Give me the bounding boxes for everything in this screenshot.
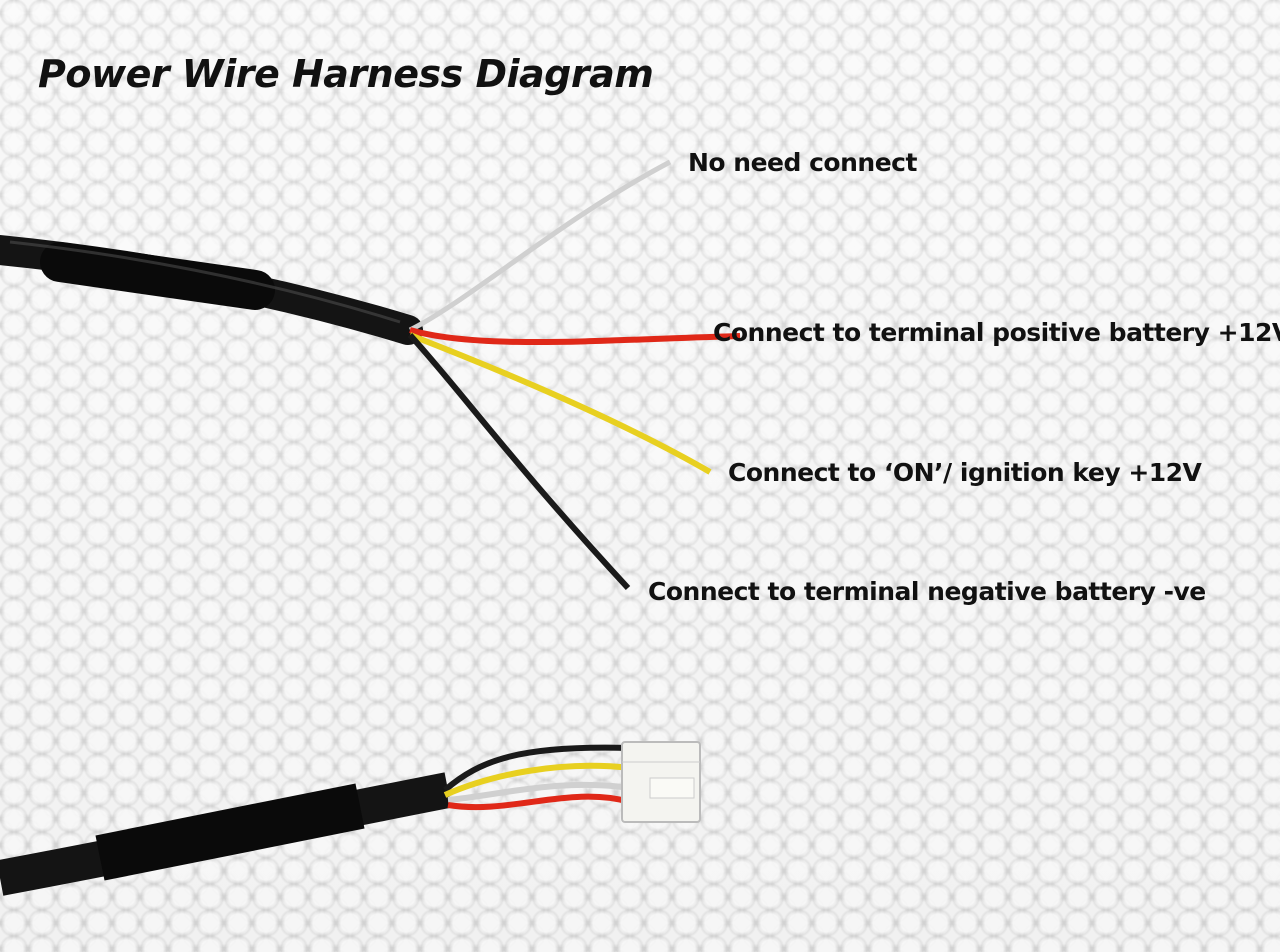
molex-connector bbox=[621, 741, 701, 823]
yellow-wire bbox=[408, 332, 712, 475]
label-yellow-wire: Connect to ‘ON’/ ignition key +12V bbox=[728, 458, 1202, 487]
red-wire bbox=[409, 327, 741, 346]
label-black-wire: Connect to terminal negative battery -ve bbox=[648, 577, 1206, 606]
lower-cable bbox=[0, 744, 631, 896]
black-wire bbox=[407, 332, 631, 591]
upper-cable bbox=[0, 235, 423, 345]
white-wire bbox=[408, 159, 672, 333]
label-white-wire: No need connect bbox=[688, 148, 917, 177]
label-red-wire: Connect to terminal positive battery +12… bbox=[713, 318, 1280, 347]
diagram-title: Power Wire Harness Diagram bbox=[38, 52, 654, 96]
